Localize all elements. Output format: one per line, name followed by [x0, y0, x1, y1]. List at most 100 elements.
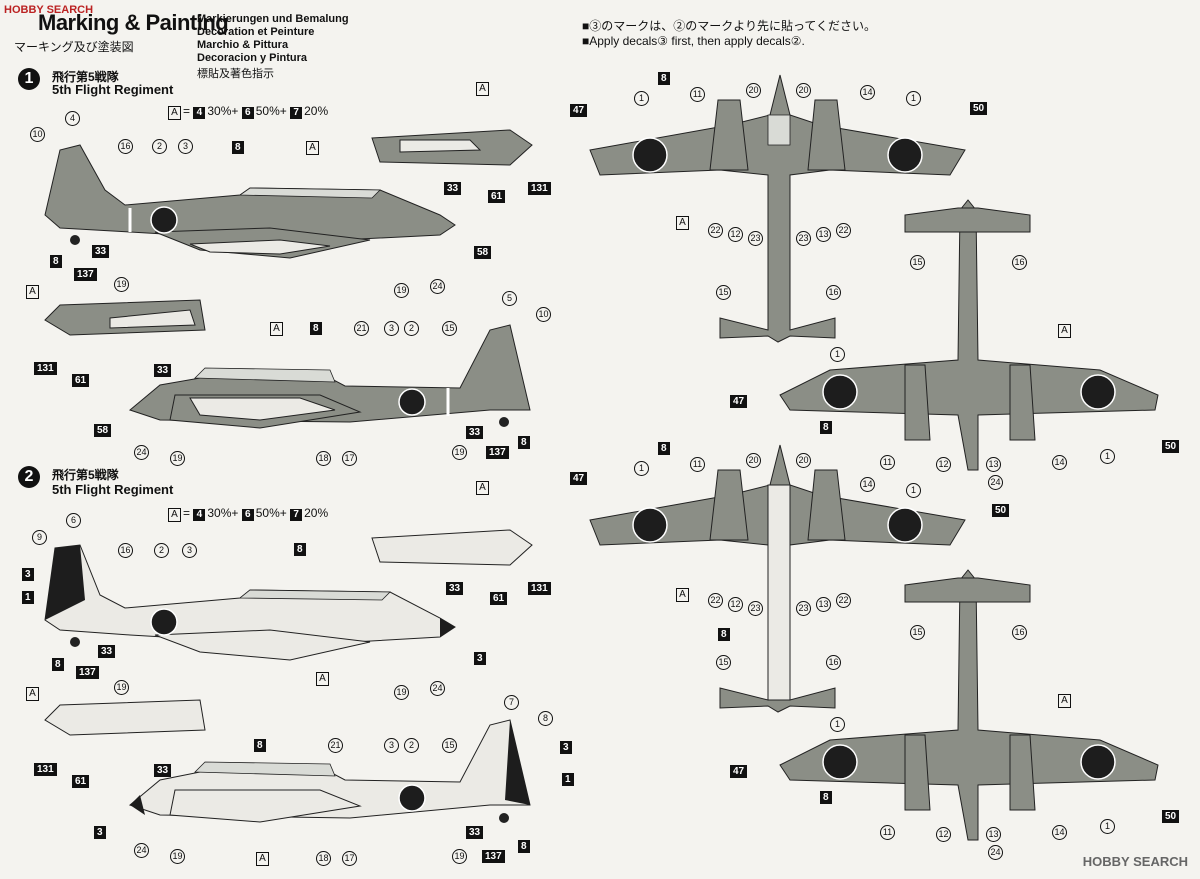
callout: 3: [560, 737, 572, 755]
callout: A: [676, 584, 689, 602]
callout: 8: [294, 539, 306, 557]
callout: 23: [796, 598, 811, 616]
callout: 16: [118, 540, 133, 558]
callout: 61: [488, 186, 506, 204]
callout: 12: [728, 224, 743, 242]
callout: 131: [34, 358, 57, 376]
callout: 10: [30, 124, 45, 142]
scheme-2-number: 2: [18, 466, 40, 488]
callout: 24: [134, 840, 149, 858]
callout: 33: [444, 178, 462, 196]
callout: 13: [986, 454, 1001, 472]
title-es: Decoracion y Pintura: [197, 52, 308, 64]
mix-pct: 50%+: [255, 506, 287, 520]
callout: 8: [254, 735, 266, 753]
callout: 14: [1052, 822, 1067, 840]
scheme-1-bottom-view: [779, 199, 1159, 471]
callout: 19: [394, 682, 409, 700]
callout: 20: [746, 80, 761, 98]
callout: 137: [486, 442, 509, 460]
callout: 21: [328, 735, 343, 753]
callout: 131: [34, 759, 57, 777]
callout: 22: [708, 220, 723, 238]
scheme-1-right-profile: [128, 324, 531, 429]
callout: 137: [76, 662, 99, 680]
callout: 20: [796, 450, 811, 468]
callout: 14: [860, 474, 875, 492]
callout: 8: [820, 787, 832, 805]
callout: 50: [992, 500, 1010, 518]
callout: 11: [880, 452, 895, 470]
scheme-2-right-profile: [128, 719, 531, 823]
callout: 16: [1012, 252, 1027, 270]
callout: 1: [562, 769, 574, 787]
callout: 2: [154, 540, 169, 558]
callout: 137: [74, 264, 97, 282]
mix-code: 6: [241, 107, 254, 119]
mix-code: 6: [241, 509, 254, 521]
callout: 7: [504, 692, 519, 710]
decal-note-jp: ■③のマークは、②のマークより先に貼ってください。: [582, 19, 877, 33]
callout: 8: [658, 68, 670, 86]
callout: 8: [718, 624, 730, 642]
callout: A: [26, 683, 39, 701]
callout: 58: [474, 242, 492, 260]
scheme-2-nacelle-detail-a: [371, 529, 533, 566]
callout: 50: [970, 98, 988, 116]
callout: 1: [830, 714, 845, 732]
callout: 47: [730, 761, 748, 779]
callout: 1: [1100, 446, 1115, 464]
callout: A: [676, 212, 689, 230]
callout: 33: [466, 822, 484, 840]
callout: 11: [690, 84, 705, 102]
callout: 1: [906, 88, 921, 106]
callout: 137: [482, 846, 505, 864]
callout: A: [1058, 690, 1071, 708]
callout: A: [476, 78, 489, 96]
callout: 19: [170, 846, 185, 864]
callout: 24: [988, 472, 1003, 490]
callout: 22: [836, 590, 851, 608]
callout: 61: [490, 588, 508, 606]
callout: 1: [830, 344, 845, 362]
callout: 20: [796, 80, 811, 98]
decal-note-en: ■Apply decals③ first, then apply decals②…: [582, 34, 805, 48]
callout: 10: [536, 304, 551, 322]
scheme-2-left-profile: [44, 544, 456, 661]
callout: 50: [1162, 436, 1180, 454]
callout: A: [316, 668, 329, 686]
scheme-2-top-view: [589, 444, 966, 713]
callout: 19: [114, 677, 129, 695]
scheme-2-bottom-view: [779, 569, 1159, 841]
mix-box: A: [168, 106, 181, 120]
callout: 17: [342, 448, 357, 466]
callout: 19: [170, 448, 185, 466]
callout: 3: [384, 735, 399, 753]
callout: 8: [310, 318, 322, 336]
scheme-2-nacelle-detail-b: [44, 699, 206, 736]
callout: 61: [72, 370, 90, 388]
callout: 6: [66, 510, 81, 528]
scheme-1-title-en: 5th Flight Regiment: [52, 82, 174, 97]
callout: 3: [474, 648, 486, 666]
callout: 23: [796, 228, 811, 246]
callout: 47: [570, 468, 588, 486]
callout: 18: [316, 848, 331, 866]
scheme-2-title-en: 5th Flight Regiment: [52, 482, 174, 497]
mix-pct: 30%+: [207, 104, 239, 118]
scheme-1-number: 1: [18, 68, 40, 90]
callout: 13: [816, 224, 831, 242]
callout: 33: [466, 422, 484, 440]
callout: 19: [394, 280, 409, 298]
callout: 12: [936, 824, 951, 842]
callout: 16: [118, 136, 133, 154]
callout: 8: [658, 438, 670, 456]
callout: 22: [836, 220, 851, 238]
mix-pct: 50%+: [255, 104, 287, 118]
callout: 33: [154, 760, 172, 778]
title-it: Marchio & Pittura: [197, 39, 289, 51]
mix-pct: 20%: [304, 104, 329, 118]
